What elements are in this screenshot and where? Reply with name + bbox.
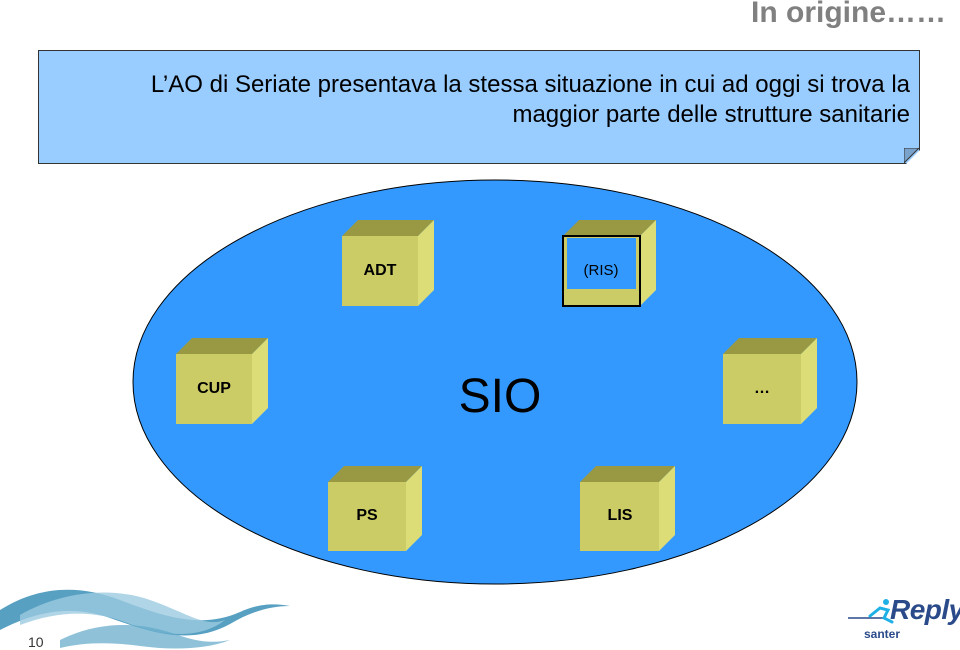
box-ps: PS [328,466,422,551]
sio-label: SIO [459,370,542,423]
callout-box [38,50,920,164]
box-lis: LIS [580,466,675,551]
callout-text-line2: maggior parte delle strutture sanitarie [512,101,910,128]
box-cup: CUP [176,338,268,424]
box-more: … [723,338,817,424]
logo-brand: Reply [890,594,960,625]
slide-title: In origine…… [751,0,946,29]
logo-sub: santer [864,627,901,641]
box-adt-label: ADT [364,262,397,279]
callout-text: L’AO di Seriate presentava la stessa sit… [90,70,910,130]
reply-logo-icon [848,599,894,624]
page-number: 10 [28,634,44,650]
callout-fold-corner [904,148,919,163]
box-ps-label: PS [356,507,378,524]
box-more-label: … [754,380,770,397]
sio-ellipse [132,179,858,585]
box-cup-label: CUP [197,380,231,397]
callout-text-line1: L’AO di Seriate presentava la stessa sit… [150,71,910,98]
box-lis-label: LIS [608,507,633,524]
decorative-waves [0,589,290,649]
box-adt: ADT [342,220,434,306]
box-ris: (RIS) [562,220,656,307]
box-ris-label: (RIS) [584,262,619,279]
